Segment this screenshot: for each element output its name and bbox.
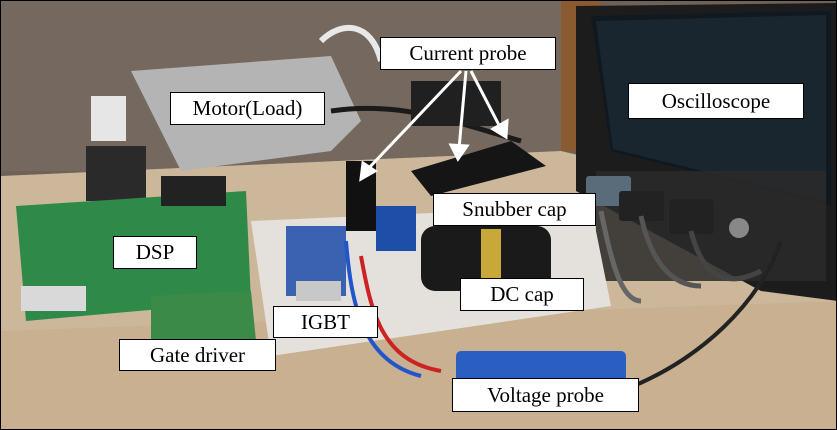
probe-connector-3	[669, 199, 714, 234]
bnc-knob	[729, 218, 749, 238]
label-dsp: DSP	[113, 236, 197, 269]
gate-driver-board	[151, 291, 256, 346]
breaker-box	[91, 96, 126, 141]
probe-connector-2	[619, 191, 664, 221]
label-motor-load: Motor(Load)	[170, 92, 325, 125]
label-dc-cap: DC cap	[460, 278, 584, 311]
arrow-head-1	[359, 160, 378, 182]
label-current-probe: Current probe	[380, 37, 556, 70]
current-probe-2	[411, 141, 546, 196]
label-voltage-probe: Voltage probe	[452, 378, 639, 412]
label-snubber-cap: Snubber cap	[433, 193, 596, 226]
label-gate-driver: Gate driver	[119, 339, 276, 371]
label-igbt: IGBT	[273, 306, 378, 338]
bnc-connectors	[21, 286, 86, 311]
arrow-head-2	[448, 143, 470, 162]
snubber-capacitor	[376, 206, 416, 251]
arrows	[359, 69, 509, 182]
power-block	[86, 146, 146, 201]
dsp-display	[161, 176, 226, 206]
current-probe-3	[411, 81, 501, 126]
arrow-head-3	[490, 118, 509, 140]
label-oscilloscope: Oscilloscope	[628, 83, 804, 119]
